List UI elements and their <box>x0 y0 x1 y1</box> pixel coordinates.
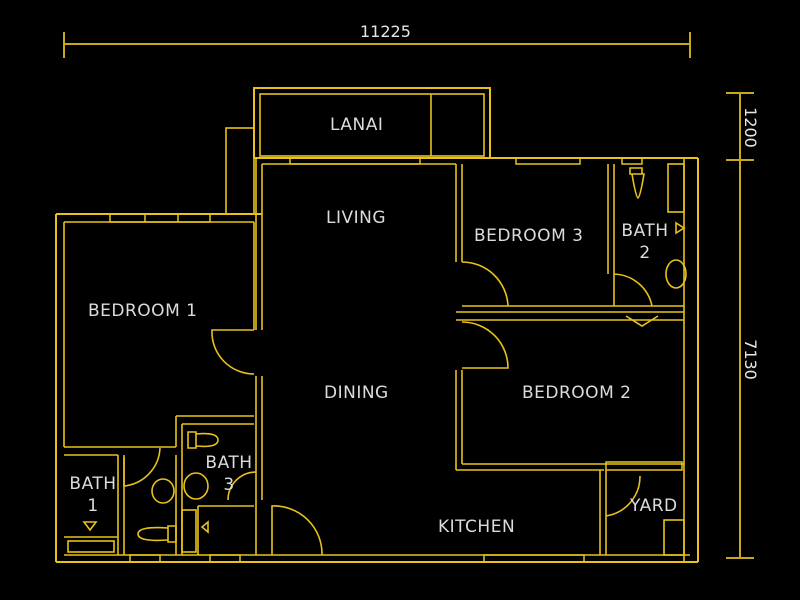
width-dimension-line <box>63 32 691 58</box>
lanai-depth-dimension-label: 1200 <box>740 107 760 148</box>
room-label-bath-2: BATH 2 <box>621 221 669 263</box>
lanai-walls <box>225 87 491 215</box>
bedroom2-walls <box>456 321 684 471</box>
yard-walls <box>599 470 685 556</box>
bedroom1-walls <box>64 213 255 448</box>
room-label-bedroom-3: BEDROOM 3 <box>474 226 584 246</box>
bathroom-walls <box>64 423 257 563</box>
depth-dimension-line <box>726 92 754 559</box>
living-dining-walls <box>255 158 463 555</box>
room-label-bedroom-1: BEDROOM 1 <box>88 301 198 321</box>
room-label-kitchen: KITCHEN <box>438 517 516 537</box>
room-label-bath-1: BATH 1 <box>69 474 117 516</box>
room-label-dining: DINING <box>324 383 389 403</box>
room-label-lanai: LANAI <box>330 115 384 135</box>
depth-dimension-label: 7130 <box>740 339 760 380</box>
room-label-living: LIVING <box>326 208 387 228</box>
room-label-bath-3: BATH 3 <box>205 453 253 495</box>
room-label-yard: YARD <box>630 496 678 516</box>
width-dimension-label: 11225 <box>360 22 411 41</box>
kitchen-walls <box>271 157 585 563</box>
room-label-bedroom-2: BEDROOM 2 <box>522 383 632 403</box>
bedroom3-walls <box>456 157 687 327</box>
